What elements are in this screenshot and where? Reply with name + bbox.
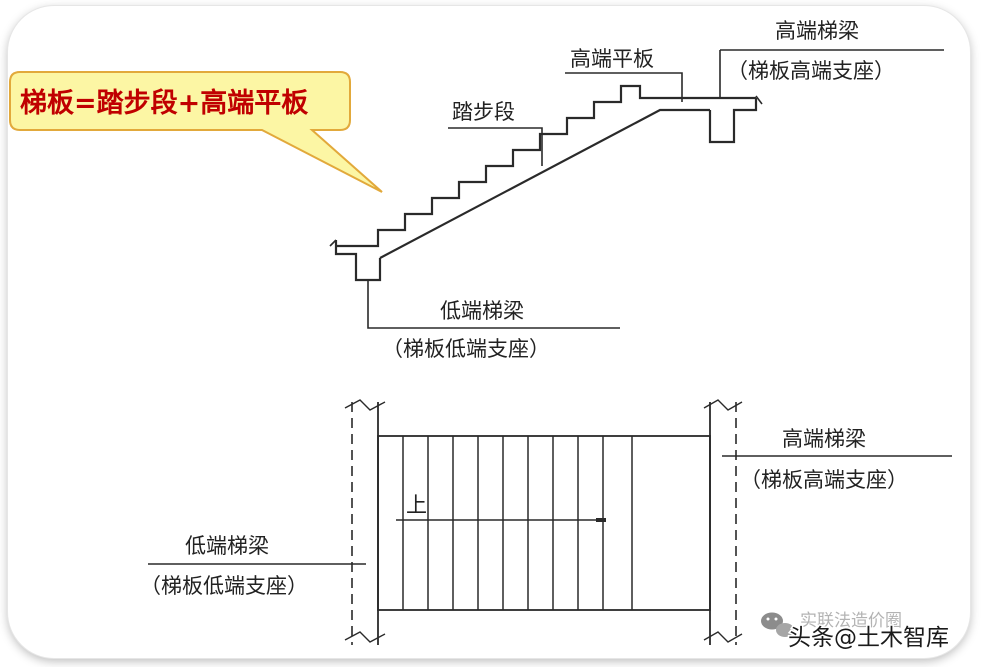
callout-text: 梯板=踏步段+高端平板 <box>20 87 308 119</box>
wechat-icon <box>761 612 794 637</box>
break-mark-right <box>755 95 763 105</box>
label-high-beam-plan: 高端梯梁 <box>782 427 866 451</box>
watermark-behind: 实联法造价圈 <box>800 611 902 631</box>
low-beam-section <box>334 240 382 282</box>
label-low-beam-note-section: （梯板低端支座） <box>382 337 550 361</box>
plan-up-mark: 上 <box>406 493 427 517</box>
label-high-slab: 高端平板 <box>570 47 654 71</box>
plan-tread-lines <box>402 436 633 610</box>
high-beam-section <box>708 98 758 144</box>
label-high-beam-note-section: （梯板高端支座） <box>727 59 895 83</box>
section-leaders <box>367 49 944 329</box>
stair-section <box>329 84 763 282</box>
stair-top-profile <box>336 84 756 248</box>
watermark-front: 头条@土木智库 <box>788 625 949 651</box>
callout-bubble <box>9 71 383 193</box>
leader-high-slab <box>565 72 683 102</box>
plan-high-beam-break-top <box>703 399 743 411</box>
leader-high-beam <box>719 49 944 98</box>
plan-low-beam-break-top <box>344 399 386 411</box>
leader-low-beam <box>367 280 620 329</box>
plan-up-arrow-head <box>596 518 606 522</box>
plan-leaders <box>148 455 952 565</box>
leader-tread-segment <box>448 127 543 166</box>
break-mark-left <box>329 239 337 247</box>
label-low-beam-note-plan: （梯板低端支座） <box>140 574 308 598</box>
plan-low-beam-break-bottom <box>344 631 386 643</box>
label-low-beam-plan: 低端梯梁 <box>185 534 269 558</box>
label-high-beam-note-plan: （梯板高端支座） <box>740 468 908 492</box>
label-high-beam-section: 高端梯梁 <box>775 19 859 43</box>
watermark: 实联法造价圈 头条@土木智库 <box>761 611 951 653</box>
stair-soffit <box>379 108 710 259</box>
plan-high-beam-break-bottom <box>703 631 743 643</box>
label-tread-segment: 踏步段 <box>452 100 515 124</box>
stair-plan <box>344 399 743 645</box>
plan-stair-outline <box>377 435 711 611</box>
label-low-beam-section: 低端梯梁 <box>440 299 524 323</box>
callout: 梯板=踏步段+高端平板 <box>9 71 383 193</box>
